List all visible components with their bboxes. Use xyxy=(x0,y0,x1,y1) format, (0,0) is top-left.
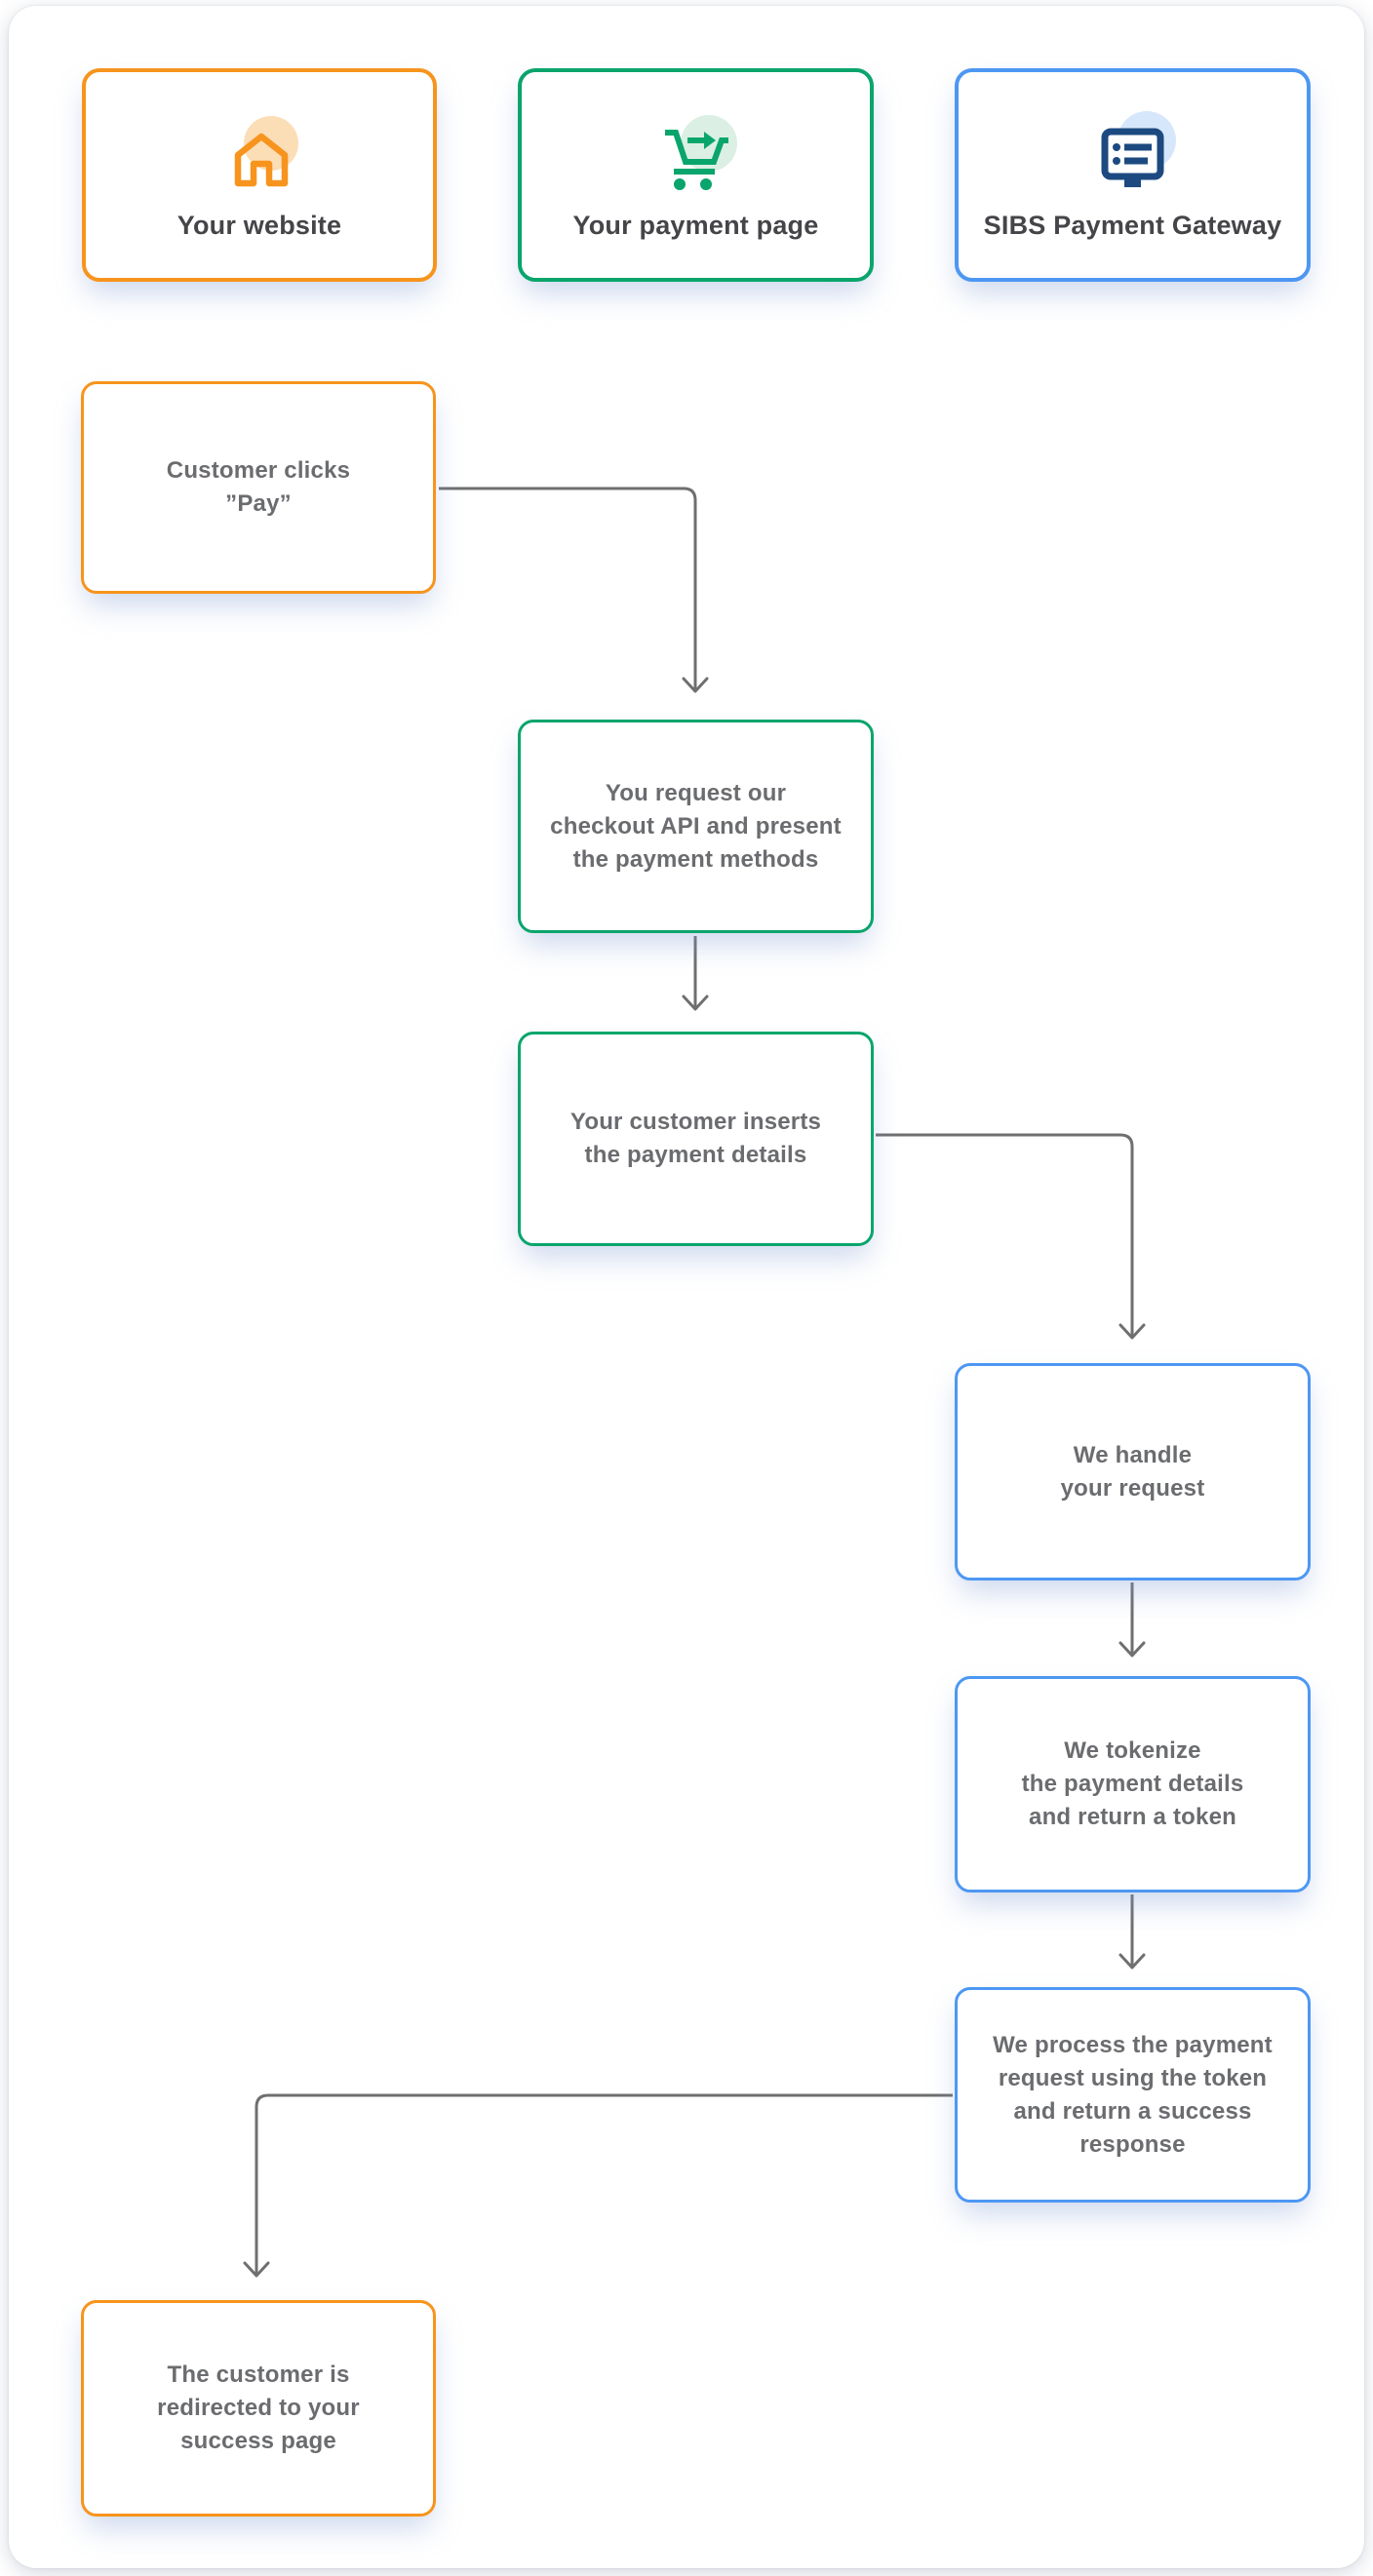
home-icon xyxy=(234,115,298,186)
step-customer-inserts-details: Your customer inserts the payment detail… xyxy=(518,1032,874,1246)
connector-step1-step2-arrowhead xyxy=(682,677,709,693)
step-label: We handle your request xyxy=(1060,1441,1205,1502)
legend-label-sibs-payment-gateway: SIBS Payment Gateway xyxy=(983,210,1282,240)
step-we-handle-request: We handle your request xyxy=(955,1363,1311,1581)
diagram-card: Your website Your payment page xyxy=(9,6,1364,2568)
connector-step1-step2 xyxy=(439,487,697,690)
step-customer-clicks-pay: Customer clicks ”Pay” xyxy=(81,381,436,594)
step-label: We process the payment request using the… xyxy=(993,2031,1273,2158)
legend-sibs-payment-gateway: SIBS Payment Gateway xyxy=(955,68,1311,282)
connector-step4-step5-arrowhead xyxy=(1118,1641,1146,1658)
step-label: Your customer inserts the payment detail… xyxy=(569,1109,822,1168)
legend-label-your-payment-page: Your payment page xyxy=(572,210,819,240)
legend-your-website: Your website xyxy=(82,68,437,282)
step-we-tokenize-details: We tokenize the payment details and retu… xyxy=(955,1676,1311,1893)
step-label: We tokenize the payment details and retu… xyxy=(1021,1737,1244,1830)
connector-step6-step7 xyxy=(255,2093,953,2275)
step-label: Customer clicks ”Pay” xyxy=(166,457,351,517)
legend-your-payment-page: Your payment page xyxy=(518,68,874,282)
connector-step6-step7-arrowhead xyxy=(243,2261,270,2278)
legend-label-your-website: Your website xyxy=(177,210,342,240)
step-request-checkout-api: You request our checkout API and present… xyxy=(518,720,874,933)
connector-step3-step4-arrowhead xyxy=(1118,1323,1146,1340)
connector-step5-step6-arrowhead xyxy=(1118,1953,1146,1970)
step-customer-redirected: The customer is redirected to your succe… xyxy=(81,2300,436,2517)
cart-checkout-icon xyxy=(664,114,737,190)
step-label: You request our checkout API and present… xyxy=(550,779,842,873)
monitor-list-icon xyxy=(1101,110,1176,187)
step-label: The customer is redirected to your succe… xyxy=(157,2361,360,2454)
step-we-process-payment: We process the payment request using the… xyxy=(955,1987,1311,2203)
connector-step3-step4 xyxy=(876,1133,1134,1337)
connector-step2-step3-arrowhead xyxy=(682,995,709,1011)
